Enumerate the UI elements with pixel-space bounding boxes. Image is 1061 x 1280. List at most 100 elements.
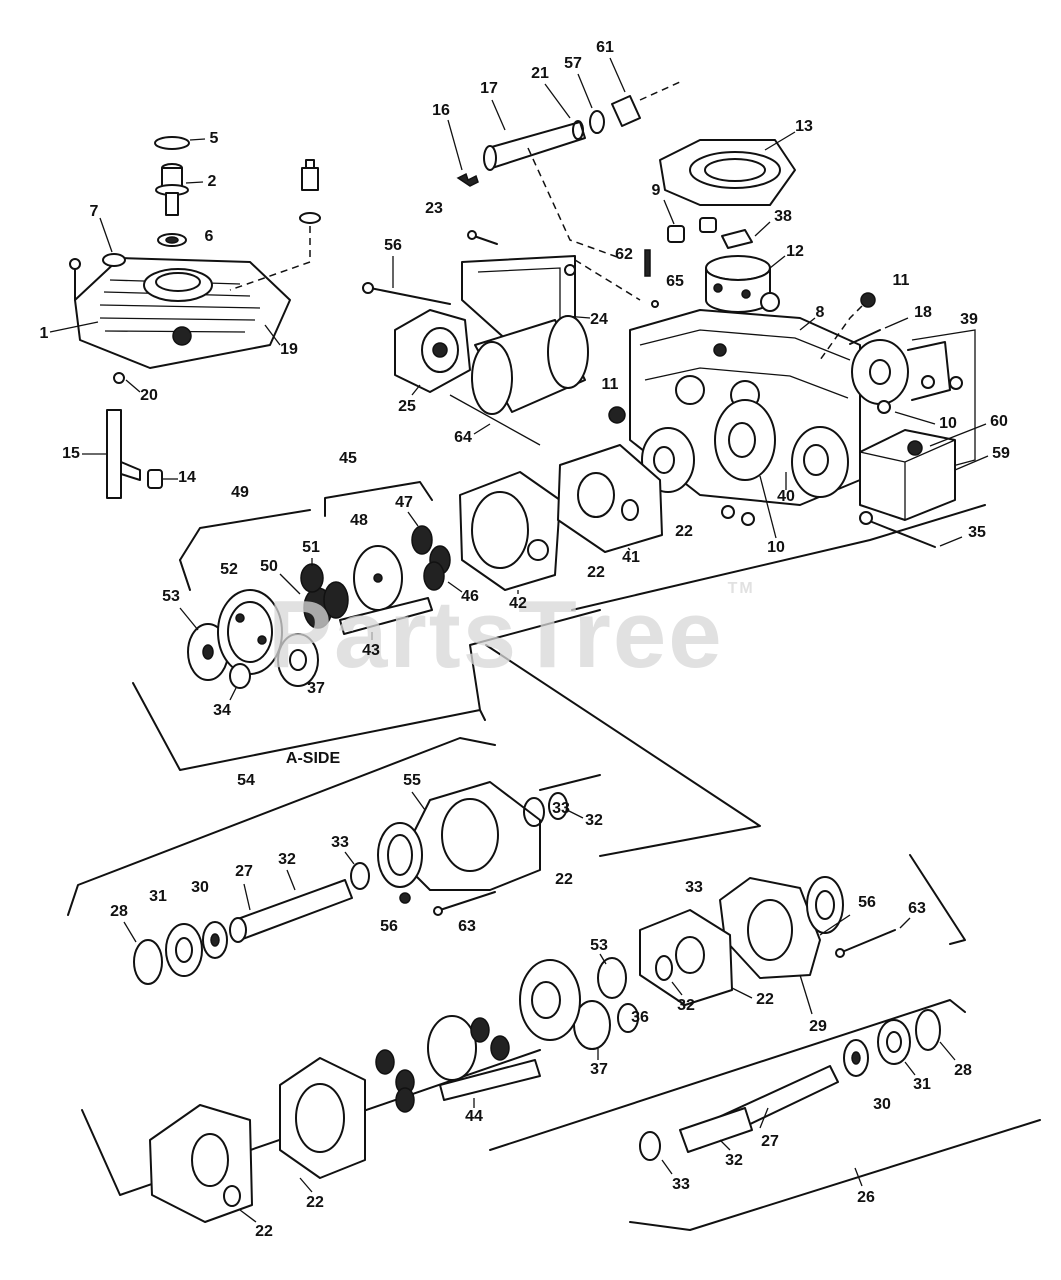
- ring-part-33-b: [344, 851, 370, 890]
- bolt-part-63-b: [835, 917, 911, 958]
- part-callout-c53b: 53: [590, 937, 608, 954]
- part-callout-c13: 13: [795, 118, 813, 135]
- part-callout-c21: 21: [531, 65, 549, 82]
- leader-line-56-c: [819, 914, 851, 936]
- part-callout-c10a: 10: [939, 415, 957, 432]
- part-callout-c43: 43: [362, 642, 380, 659]
- swashplate-part-13: [659, 131, 796, 206]
- bracket-line-54: [67, 737, 496, 916]
- washer-part-57: [577, 73, 605, 134]
- part-callout-c38a: 38: [774, 208, 792, 225]
- part-callout-c53a: 53: [162, 588, 180, 605]
- part-callout-c56a: 56: [384, 237, 402, 254]
- gear-part-50: [279, 573, 349, 629]
- part-callout-c30b: 30: [873, 1096, 891, 1113]
- bracket-line-26-top: [489, 999, 966, 1151]
- part-callout-c30a: 30: [191, 879, 209, 896]
- tube-part-15: [82, 409, 141, 499]
- valve-shaft-part-17: [483, 99, 586, 171]
- spring-part-16: [447, 119, 479, 187]
- part-callout-c51: 51: [302, 539, 320, 556]
- part-callout-c61: 61: [596, 39, 614, 56]
- part-callout-c16: 16: [432, 102, 450, 119]
- end-cap-part-59: [859, 423, 989, 521]
- bearing-part-31-a: [165, 923, 203, 977]
- bracket-line-29: [909, 854, 966, 945]
- part-callout-c40: 40: [777, 488, 795, 505]
- part-callout-c22e: 22: [306, 1194, 324, 1211]
- housing-part-55: [377, 781, 541, 891]
- part-callout-c41: 41: [622, 549, 640, 566]
- part-callout-c32d: 32: [725, 1152, 743, 1169]
- part-callout-c28a: 28: [110, 903, 128, 920]
- part-callout-c11a: 11: [892, 272, 910, 289]
- part-callout-c22c: 22: [555, 871, 573, 888]
- bracket-line-54-right: [539, 774, 601, 791]
- part-callout-c12: 12: [786, 243, 804, 260]
- plug-part-7: [99, 217, 126, 267]
- bushing-part-9: [663, 199, 685, 243]
- gear-housing-b-side: [519, 959, 581, 1041]
- part-callout-c56c: 56: [858, 894, 876, 911]
- thrust-washer-part-38-top: [721, 221, 771, 249]
- part-callout-c39: 39: [960, 311, 978, 328]
- bolt-part-63-a: [399, 891, 496, 916]
- bearing-part-31-b: [877, 1019, 916, 1076]
- part-callout-c1: 1: [39, 325, 49, 342]
- part-callout-c54: 54: [237, 772, 255, 789]
- ball-part-10-top: [894, 411, 936, 425]
- retaining-ring-part-28-b: [915, 1009, 956, 1061]
- part-callout-c9: 9: [651, 182, 661, 199]
- bolt-part-35: [859, 511, 963, 548]
- seal-part-5: [154, 136, 206, 150]
- bracket-line-right: [571, 504, 986, 611]
- part-callout-c11b: 11: [601, 376, 619, 393]
- part-callout-c26: 26: [857, 1189, 875, 1206]
- bushing-right: [699, 217, 717, 233]
- bracket-line-middle: [485, 644, 761, 857]
- ring-part-33-a: [523, 797, 545, 827]
- part-callout-c64: 64: [454, 429, 472, 446]
- bolt-part-23: [467, 230, 498, 245]
- part-callout-c28b: 28: [954, 1062, 972, 1079]
- part-callout-c50: 50: [260, 558, 278, 575]
- part-callout-c33c: 33: [685, 879, 703, 896]
- part-callout-c42: 42: [509, 595, 527, 612]
- part-callout-c45: 45: [339, 450, 357, 467]
- part-callout-c49: 49: [231, 484, 249, 501]
- part-callout-c37a: 37: [307, 680, 325, 697]
- part-callout-c29: 29: [809, 1018, 827, 1035]
- housing-part-42: [459, 471, 561, 594]
- part-callout-c7: 7: [89, 203, 99, 220]
- part-callout-c52: 52: [220, 561, 238, 578]
- washer-part-6: [157, 233, 187, 247]
- part-callout-c22d: 22: [756, 991, 774, 1008]
- part-callout-c47: 47: [395, 494, 413, 511]
- part-callout-c2: 2: [207, 173, 217, 190]
- gear-part-51: [300, 558, 324, 593]
- bracket-line-a-side: [132, 609, 601, 771]
- part-callout-c22a: 22: [675, 523, 693, 540]
- pin-part-62: [644, 249, 651, 277]
- fitting-part-61: [609, 57, 681, 127]
- gasket-plate-part-22-d: [639, 909, 753, 1006]
- cylinder-block-part-12: [705, 255, 786, 313]
- washer-part-53-b: [597, 953, 627, 999]
- ring-part-32-a: [548, 792, 584, 820]
- part-callout-c6: 6: [204, 228, 214, 245]
- gear-part-52: [217, 589, 283, 675]
- part-callout-c32a: 32: [585, 812, 603, 829]
- bracket-line-26-bottom: [629, 1119, 1041, 1231]
- center-section-cover-part-1: [49, 257, 291, 369]
- part-callout-c24: 24: [590, 311, 608, 328]
- carrier-plate-lower: [427, 1015, 510, 1081]
- part-callout-c25: 25: [398, 398, 416, 415]
- plug-part-11-top: [819, 292, 876, 361]
- part-callout-c63a: 63: [458, 918, 476, 935]
- part-callout-c60: 60: [990, 413, 1008, 430]
- part-callout-c8: 8: [815, 304, 825, 321]
- part-callout-c22f: 22: [255, 1223, 273, 1240]
- fitting-top-right-of-cover: [229, 159, 321, 291]
- bolt-part-20: [113, 372, 141, 393]
